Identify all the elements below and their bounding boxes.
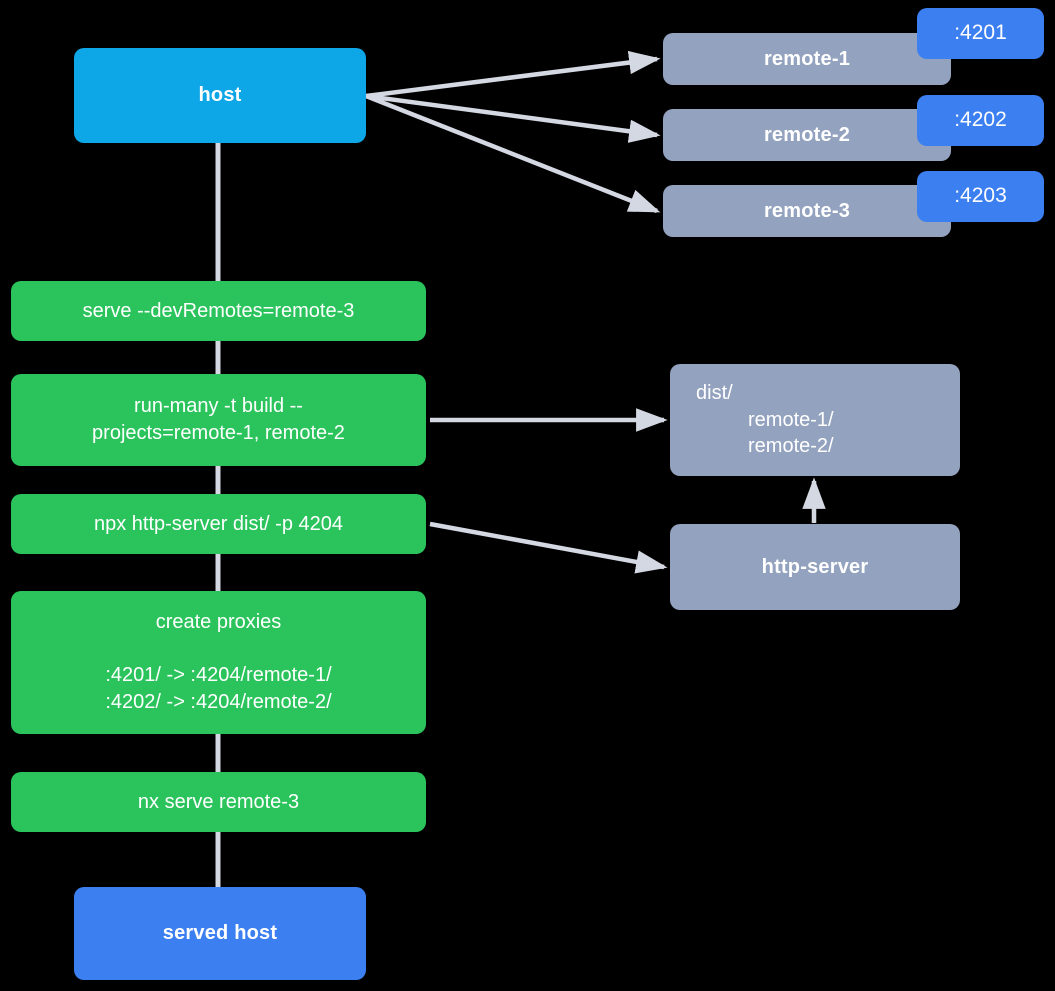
port-badge-remote-1-label: :4201 <box>954 21 1007 45</box>
node-command-create-proxies-title: create proxies <box>155 611 282 634</box>
host-to-remote-connectors <box>365 50 661 214</box>
node-http-server-label: http-server <box>761 555 869 578</box>
node-command-create-proxies[interactable]: create proxies :4201/ -> :4204/remote-1/… <box>11 591 426 734</box>
dist-root-label: dist/ <box>696 381 733 404</box>
port-badge-remote-1[interactable]: :4201 <box>917 8 1044 59</box>
dist-child-remote-2-label: remote-2/ <box>748 435 834 458</box>
node-command-serve-devremotes[interactable]: serve --devRemotes=remote-3 <box>11 281 426 341</box>
port-badge-remote-3[interactable]: :4203 <box>917 171 1044 222</box>
node-remote-2-label: remote-2 <box>763 123 851 146</box>
node-served-host[interactable]: served host <box>74 887 366 980</box>
node-served-host-label: served host <box>162 922 278 945</box>
node-http-server[interactable]: http-server <box>670 524 960 610</box>
node-command-nx-serve-remote-3-label: nx serve remote-3 <box>137 790 300 813</box>
node-command-npx-http-server[interactable]: npx http-server dist/ -p 4204 <box>11 494 426 554</box>
dist-child-remote-1-label: remote-1/ <box>748 408 834 431</box>
node-host[interactable]: host <box>74 48 366 143</box>
node-remote-1[interactable]: remote-1 <box>663 33 951 85</box>
node-remote-2[interactable]: remote-2 <box>663 109 951 161</box>
port-badge-remote-3-label: :4203 <box>954 184 1007 208</box>
node-remote-1-label: remote-1 <box>763 47 851 70</box>
node-command-run-many[interactable]: run-many -t build -- projects=remote-1, … <box>11 374 426 466</box>
node-remote-3-label: remote-3 <box>763 199 851 222</box>
node-dist-folder[interactable]: dist/ remote-1/ remote-2/ <box>670 364 960 476</box>
node-command-run-many-line1: run-many -t build -- <box>134 395 303 418</box>
node-command-serve-devremotes-label: serve --devRemotes=remote-3 <box>82 299 355 322</box>
port-badge-remote-2-label: :4202 <box>954 108 1007 132</box>
node-remote-3[interactable]: remote-3 <box>663 185 951 237</box>
node-command-npx-http-server-label: npx http-server dist/ -p 4204 <box>93 512 343 535</box>
proxy-mapping-2: :4202/ -> :4204/remote-2/ <box>105 690 332 713</box>
port-badge-remote-2[interactable]: :4202 <box>917 95 1044 146</box>
proxy-mapping-1: :4201/ -> :4204/remote-1/ <box>105 664 332 687</box>
node-host-label: host <box>198 84 242 107</box>
node-command-nx-serve-remote-3[interactable]: nx serve remote-3 <box>11 772 426 832</box>
node-dist-folder-body: dist/ remote-1/ remote-2/ <box>670 380 960 460</box>
node-command-create-proxies-mappings: :4201/ -> :4204/remote-1/ :4202/ -> :420… <box>105 662 331 716</box>
node-command-run-many-line2: projects=remote-1, remote-2 <box>92 422 345 444</box>
npx-to-httpserver-connector <box>429 521 668 574</box>
